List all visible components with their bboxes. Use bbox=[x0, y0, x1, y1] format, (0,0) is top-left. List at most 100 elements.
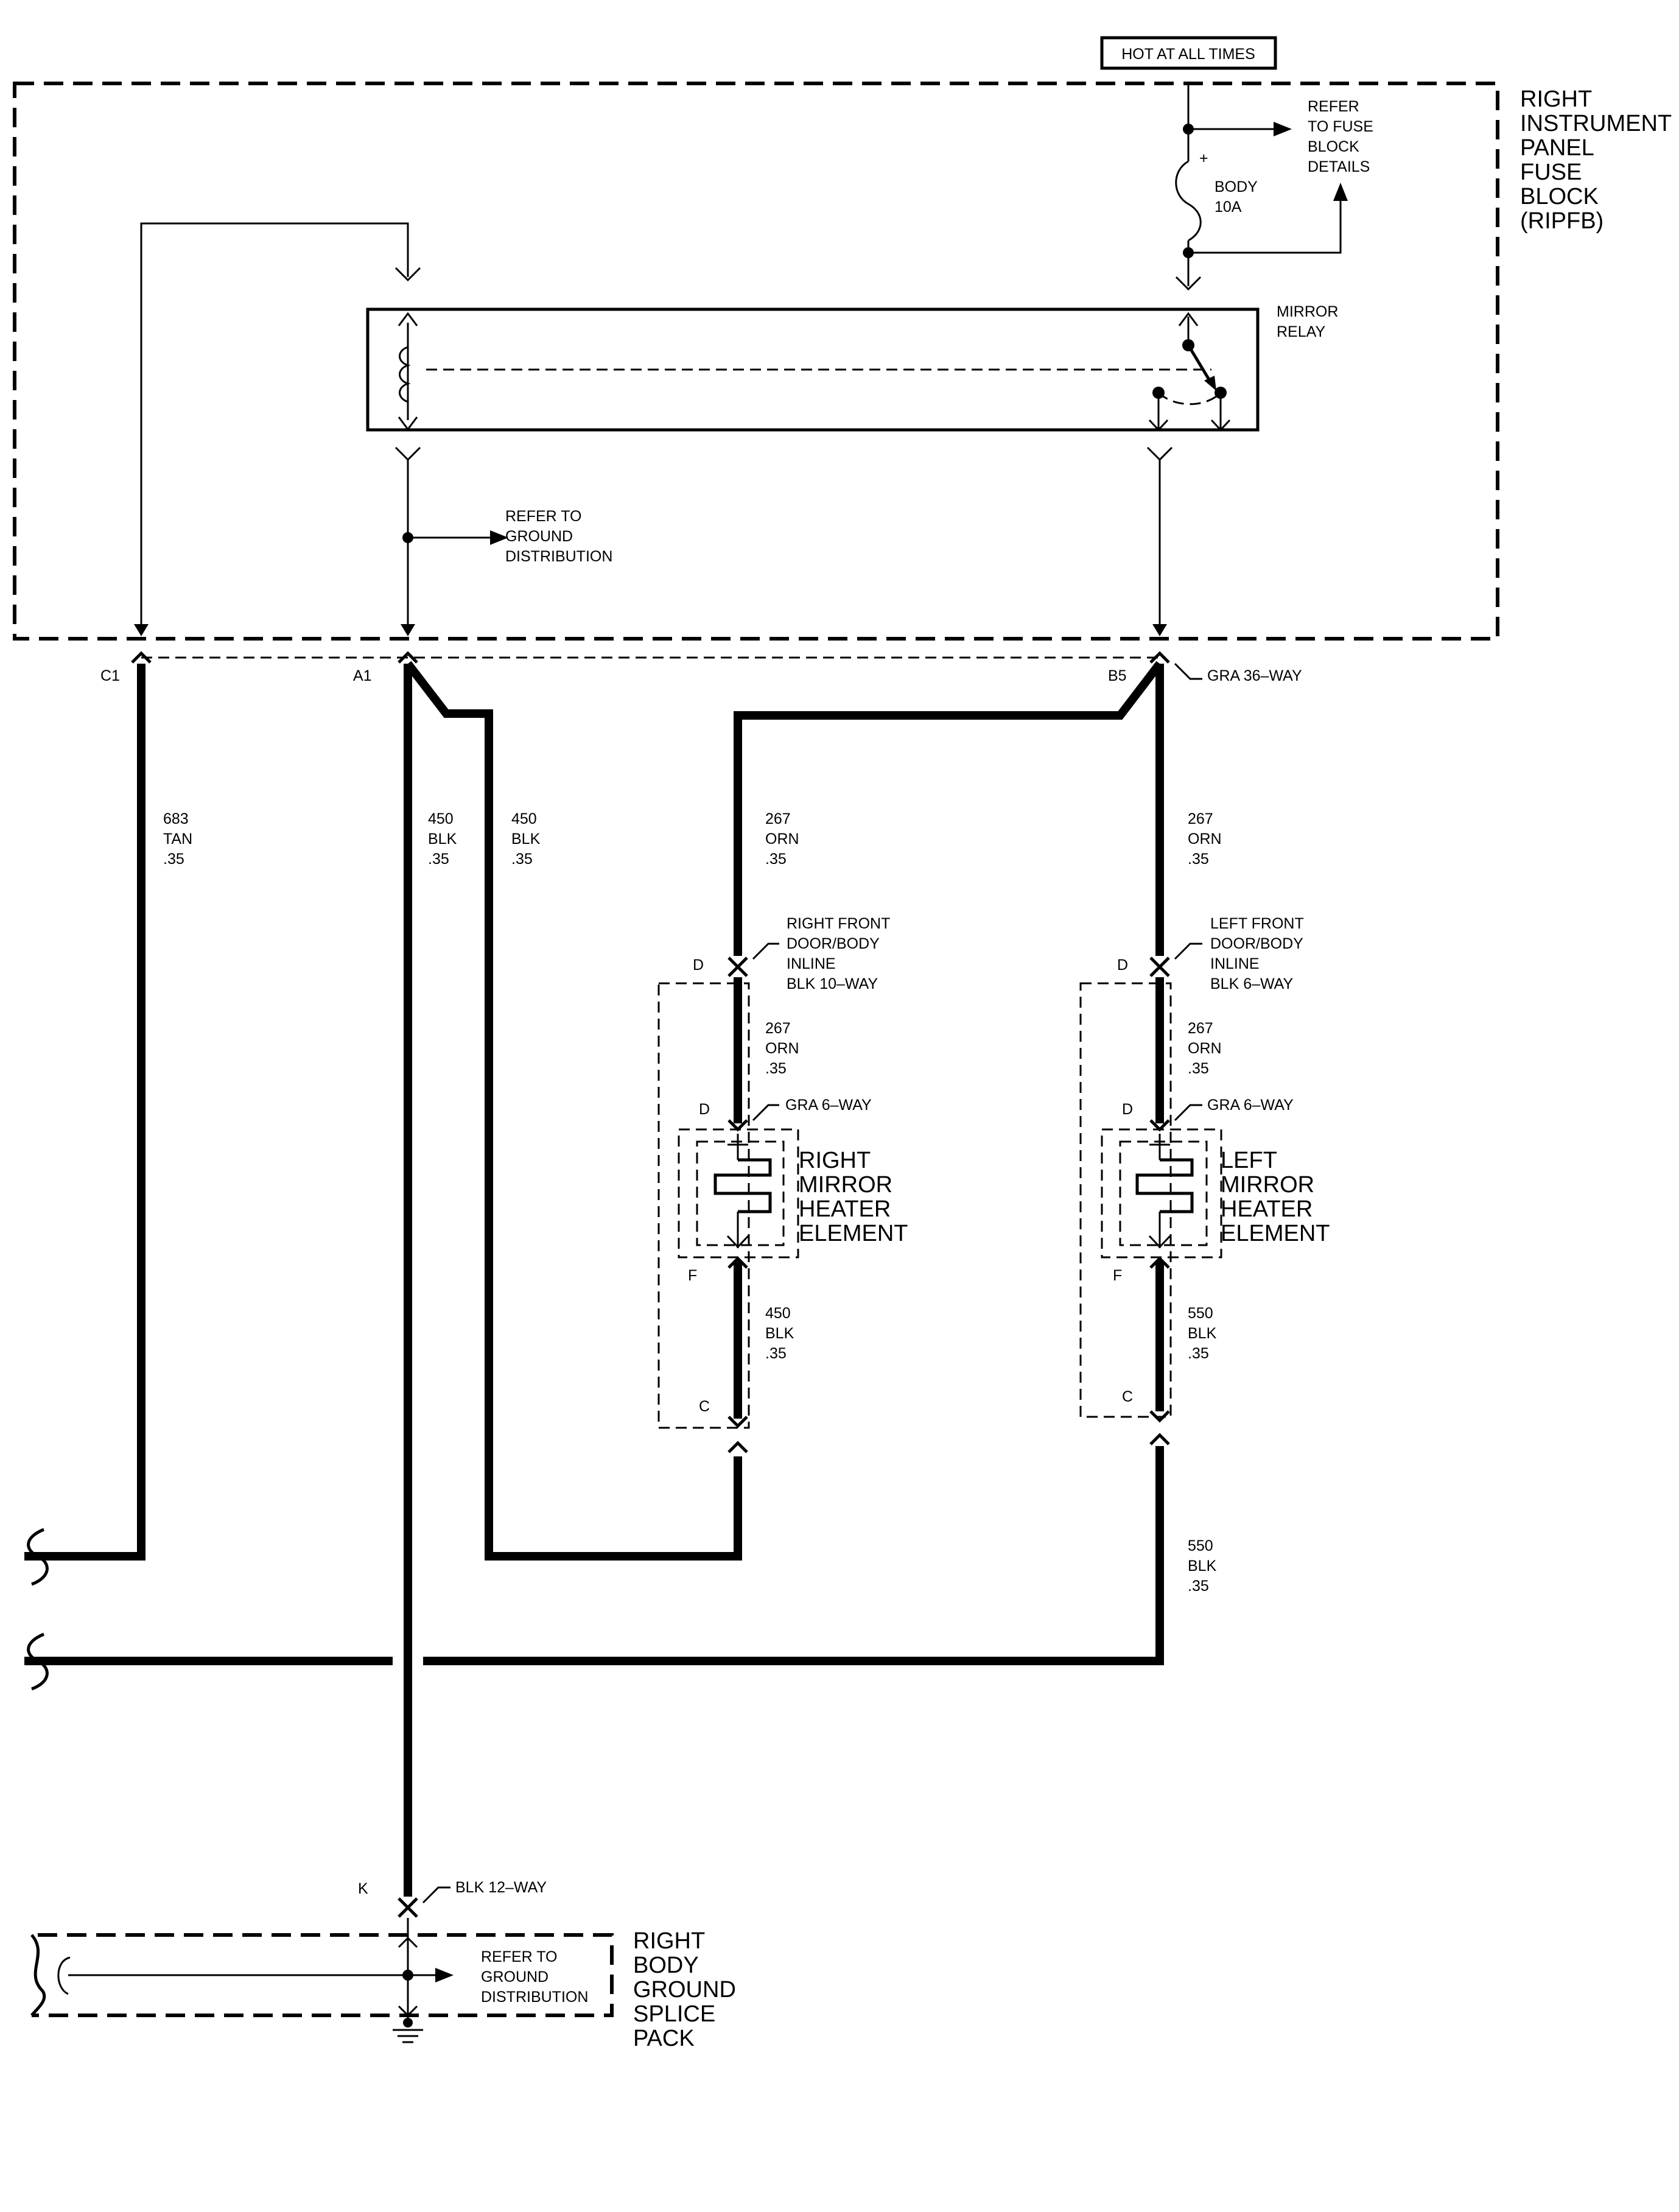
svg-text:.35: .35 bbox=[765, 1060, 787, 1077]
svg-text:HEATER: HEATER bbox=[799, 1196, 891, 1222]
svg-text:ELEMENT: ELEMENT bbox=[1221, 1221, 1330, 1246]
svg-text:C1: C1 bbox=[100, 667, 120, 684]
svg-text:HEATER: HEATER bbox=[1221, 1196, 1313, 1222]
svg-text:ELEMENT: ELEMENT bbox=[799, 1221, 908, 1246]
wire-label-550-blk-l3: 550 BLK .35 bbox=[1188, 1305, 1217, 1362]
svg-text:BLK: BLK bbox=[428, 830, 457, 848]
svg-text:INSTRUMENT: INSTRUMENT bbox=[1520, 111, 1672, 136]
svg-text:.35: .35 bbox=[765, 1345, 787, 1362]
relay-coil-icon bbox=[399, 346, 411, 403]
connector-gra-36-way: C1 A1 B5 GRA 36–WAY bbox=[100, 651, 1302, 684]
wire-label-267-orn-r2: 267 ORN .35 bbox=[765, 1020, 799, 1077]
svg-text:RIGHT FRONT: RIGHT FRONT bbox=[787, 915, 890, 932]
wire-label-450-blk-r3: 450 BLK .35 bbox=[765, 1305, 794, 1362]
arrow-up-icon bbox=[1333, 183, 1348, 201]
svg-text:B5: B5 bbox=[1108, 667, 1127, 684]
svg-text:267: 267 bbox=[765, 810, 791, 827]
wire-label-267-orn-l: 267 ORN .35 bbox=[1188, 810, 1222, 868]
svg-text:BLK: BLK bbox=[765, 1325, 794, 1342]
fuse-symbol bbox=[1175, 160, 1202, 242]
right-mirror-assembly-outline bbox=[657, 982, 750, 1429]
svg-text:.35: .35 bbox=[1188, 1060, 1209, 1077]
svg-text:BLK 12–WAY: BLK 12–WAY bbox=[455, 1879, 547, 1896]
wire-267-orn-right bbox=[734, 661, 1163, 956]
svg-text:REFER TO: REFER TO bbox=[481, 1948, 558, 1965]
fuse-block-title: RIGHT INSTRUMENT PANEL FUSE BLOCK (RIPFB… bbox=[1520, 86, 1672, 234]
ground-symbol-icon bbox=[393, 2029, 423, 2043]
svg-text:F: F bbox=[688, 1267, 697, 1284]
wire-550-blk-bottom bbox=[423, 1446, 1164, 1665]
svg-text:C: C bbox=[1122, 1388, 1133, 1405]
wire-450-blk-branch bbox=[404, 661, 742, 1561]
svg-text:MIRROR: MIRROR bbox=[1277, 303, 1338, 320]
svg-text:ORN: ORN bbox=[1188, 1040, 1222, 1057]
svg-text:DOOR/BODY: DOOR/BODY bbox=[787, 935, 880, 952]
svg-text:ORN: ORN bbox=[1188, 830, 1222, 848]
left-mirror-heater-element: D GRA 6–WAY LEFT MIRROR HEATER ELEMENT F… bbox=[1101, 1097, 1330, 1445]
svg-text:GRA 6–WAY: GRA 6–WAY bbox=[1207, 1097, 1294, 1114]
arrow-right-icon bbox=[490, 530, 508, 545]
svg-text:SPLICE: SPLICE bbox=[633, 2001, 715, 2027]
svg-text:ORN: ORN bbox=[765, 830, 799, 848]
wire-break-icon bbox=[27, 1632, 49, 1691]
fuse-block-boundary bbox=[13, 82, 1499, 641]
svg-text:BLK: BLK bbox=[511, 830, 541, 848]
svg-text:267: 267 bbox=[765, 1020, 791, 1037]
right-body-ground-splice-pack: REFER TO GROUND DISTRIBUTION RIGHT BODY … bbox=[30, 1918, 736, 2051]
svg-text:RELAY: RELAY bbox=[1277, 323, 1325, 340]
hot-at-all-times-box: HOT AT ALL TIMES bbox=[1100, 36, 1277, 70]
svg-text:GRA 6–WAY: GRA 6–WAY bbox=[785, 1097, 872, 1114]
hot-label: HOT AT ALL TIMES bbox=[1121, 46, 1255, 63]
svg-text:BODY: BODY bbox=[633, 1953, 699, 1978]
svg-text:RIGHT: RIGHT bbox=[799, 1148, 871, 1173]
svg-text:BLK: BLK bbox=[1188, 1557, 1217, 1575]
svg-text:GROUND: GROUND bbox=[481, 1968, 549, 1986]
svg-text:PANEL: PANEL bbox=[1520, 135, 1594, 161]
fuse-body-10a: + BODY 10A REFER TO FUSE BLOCK DETAILS bbox=[1175, 83, 1373, 286]
svg-text:BLK: BLK bbox=[1188, 1325, 1217, 1342]
svg-text:GRA 36–WAY: GRA 36–WAY bbox=[1207, 667, 1302, 684]
wire-label-267-orn-r: 267 ORN .35 bbox=[765, 810, 799, 868]
svg-text:PACK: PACK bbox=[633, 2026, 695, 2051]
svg-text:LEFT: LEFT bbox=[1221, 1148, 1277, 1173]
svg-text:10A: 10A bbox=[1215, 198, 1242, 216]
svg-text:D: D bbox=[1117, 957, 1128, 974]
svg-text:.35: .35 bbox=[765, 851, 787, 868]
wire-label-683-tan: 683 TAN .35 bbox=[163, 810, 192, 868]
svg-text:BLOCK: BLOCK bbox=[1520, 184, 1599, 209]
svg-text:.35: .35 bbox=[511, 851, 533, 868]
svg-text:DOOR/BODY: DOOR/BODY bbox=[1210, 935, 1303, 952]
wire-683-tan bbox=[24, 664, 145, 1561]
svg-text:REFER TO: REFER TO bbox=[505, 508, 582, 525]
svg-text:550: 550 bbox=[1188, 1537, 1213, 1554]
svg-text:450: 450 bbox=[428, 810, 454, 827]
svg-text:683: 683 bbox=[163, 810, 189, 827]
wire-label-450-blk-a: 450 BLK .35 bbox=[428, 810, 457, 868]
svg-text:DISTRIBUTION: DISTRIBUTION bbox=[481, 1989, 588, 2006]
refer-ground-label: REFER TO GROUND DISTRIBUTION bbox=[505, 508, 612, 565]
wire-label-267-orn-l2: 267 ORN .35 bbox=[1188, 1020, 1222, 1077]
svg-text:A1: A1 bbox=[353, 667, 372, 684]
mirror-relay: MIRROR RELAY bbox=[366, 303, 1338, 432]
svg-text:BLK 6–WAY: BLK 6–WAY bbox=[1210, 975, 1293, 992]
svg-text:.35: .35 bbox=[1188, 1345, 1209, 1362]
svg-text:GROUND: GROUND bbox=[505, 528, 573, 545]
svg-text:REFER: REFER bbox=[1308, 98, 1359, 115]
svg-text:GROUND: GROUND bbox=[633, 1977, 736, 2003]
svg-text:+: + bbox=[1199, 150, 1208, 167]
wire-label-450-blk-b: 450 BLK .35 bbox=[511, 810, 541, 868]
svg-text:F: F bbox=[1113, 1267, 1122, 1284]
arrow-right-icon bbox=[1274, 122, 1292, 136]
relay-body bbox=[366, 307, 1260, 432]
svg-text:FUSE: FUSE bbox=[1520, 160, 1582, 185]
wire-break-icon bbox=[27, 1528, 49, 1586]
svg-text:.35: .35 bbox=[428, 851, 449, 868]
svg-text:(RIPFB): (RIPFB) bbox=[1520, 208, 1604, 234]
svg-text:INLINE: INLINE bbox=[1210, 955, 1260, 972]
left-mirror-assembly-outline bbox=[1079, 982, 1172, 1418]
svg-text:.35: .35 bbox=[1188, 1578, 1209, 1595]
svg-text:BLOCK: BLOCK bbox=[1308, 138, 1359, 155]
svg-text:INLINE: INLINE bbox=[787, 955, 836, 972]
wire-label-550-blk-bottom: 550 BLK .35 bbox=[1188, 1537, 1217, 1595]
